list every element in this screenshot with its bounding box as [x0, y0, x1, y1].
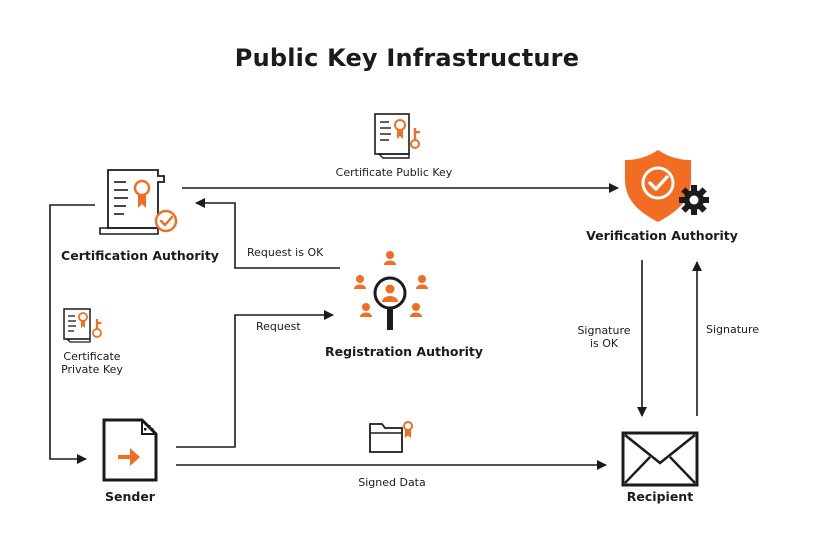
certification-authority-label: Certification Authority — [61, 248, 219, 263]
certification-authority-icon — [99, 169, 178, 235]
certificate-public-key-label: Certificate Public Key — [335, 166, 453, 179]
certificate-private-key-label: Certificate Private Key — [44, 350, 140, 376]
certificate-icon — [374, 113, 420, 159]
shield-gear-icon — [625, 150, 709, 222]
signed-data-label: Signed Data — [358, 476, 426, 489]
folder-badge-icon — [369, 421, 413, 453]
registration-authority-label: Registration Authority — [324, 344, 484, 359]
envelope-icon — [621, 431, 699, 487]
document-arrow-icon — [102, 418, 158, 482]
edge-ra-to-ca — [195, 198, 340, 269]
edge-ca-to-sender — [49, 204, 95, 464]
signature-is-ok-line2: is OK — [589, 337, 619, 350]
request-is-ok-label: Request is OK — [247, 246, 324, 259]
signature-is-ok-label: Signature is OK — [566, 324, 642, 350]
certificate-private-key-line2: Private Key — [61, 363, 123, 376]
verification-authority-label: Verification Authority — [586, 228, 738, 243]
signature-is-ok-line1: Signature — [577, 324, 631, 337]
people-search-icon — [354, 251, 428, 330]
connectors — [49, 183, 702, 470]
sender-label: Sender — [105, 489, 155, 504]
certificate-key-icon — [63, 308, 102, 343]
page-title: Public Key Infrastructure — [234, 44, 580, 72]
recipient-label: Recipient — [626, 489, 694, 504]
edge-sender-to-ra — [176, 310, 334, 448]
signature-label: Signature — [706, 323, 760, 336]
request-label: Request — [256, 320, 301, 333]
certificate-private-key-line1: Certificate — [63, 350, 121, 363]
